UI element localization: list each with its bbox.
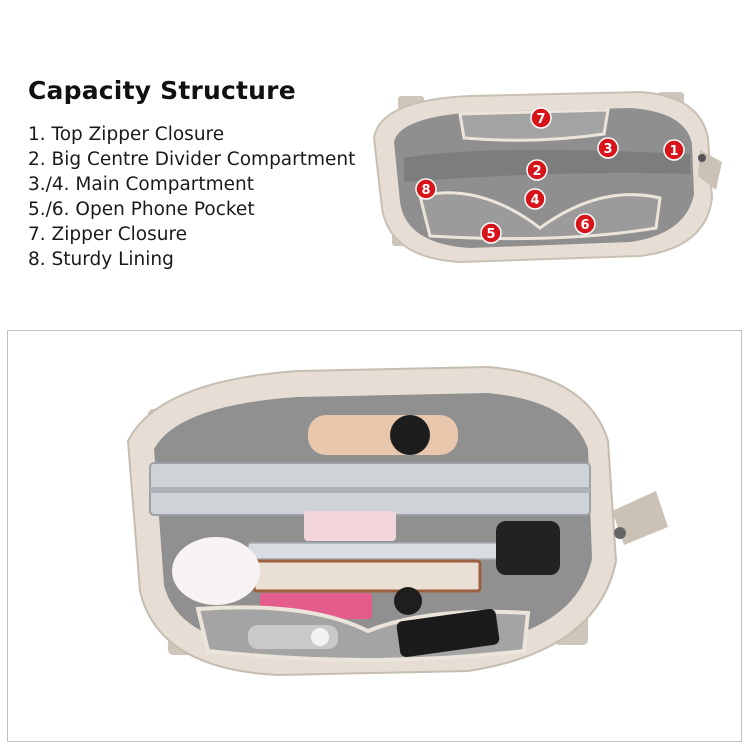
bottle-item bbox=[308, 415, 458, 455]
feature-item: 2. Big Centre Divider Compartment bbox=[28, 149, 356, 170]
book-item bbox=[252, 559, 482, 593]
feature-item: 8. Sturdy Lining bbox=[28, 249, 174, 270]
marker-2: 2 bbox=[526, 159, 548, 181]
feature-item: 1. Top Zipper Closure bbox=[28, 124, 225, 145]
packed-bag-illustration bbox=[126, 365, 668, 677]
feature-item: 5./6. Open Phone Pocket bbox=[28, 199, 255, 220]
marker-7: 7 bbox=[530, 107, 552, 129]
zipper-ring bbox=[698, 154, 706, 162]
centre-divider bbox=[404, 149, 690, 182]
bag-diagram-svg: 1 2 3 4 5 6 7 8 bbox=[372, 90, 722, 264]
phone-pockets bbox=[418, 191, 662, 241]
marker-label: 6 bbox=[580, 218, 589, 233]
marker-label: 5 bbox=[486, 227, 495, 242]
marker-label: 8 bbox=[421, 183, 430, 198]
bottle-cap bbox=[390, 415, 430, 455]
marker-4: 4 bbox=[524, 188, 546, 210]
sunglasses-item bbox=[394, 587, 422, 615]
laptop-hinge bbox=[150, 487, 590, 493]
marker-label: 2 bbox=[532, 164, 541, 179]
marker-3: 3 bbox=[597, 137, 619, 159]
cup-item bbox=[496, 521, 560, 575]
pink-box-item bbox=[304, 511, 396, 541]
marker-label: 1 bbox=[669, 144, 678, 159]
bag-interior-diagram: 1 2 3 4 5 6 7 8 bbox=[360, 78, 732, 274]
capacity-structure-heading: Capacity Structure bbox=[28, 76, 296, 105]
marker-5: 5 bbox=[480, 222, 502, 244]
tablet-item bbox=[247, 542, 519, 560]
toy-item bbox=[172, 537, 260, 605]
marker-1: 1 bbox=[663, 139, 685, 161]
marker-6: 6 bbox=[574, 213, 596, 235]
marker-label: 3 bbox=[603, 142, 612, 157]
feature-item: 3./4. Main Compartment bbox=[28, 174, 255, 195]
feature-list: 1. Top Zipper Closure 2. Big Centre Divi… bbox=[28, 122, 355, 272]
phone-item bbox=[396, 608, 500, 658]
keyfob-ring bbox=[311, 628, 329, 646]
packed-bag-photo-frame bbox=[7, 330, 742, 742]
zipper-ring bbox=[614, 527, 626, 539]
zipper-pull bbox=[612, 491, 668, 545]
marker-8: 8 bbox=[415, 178, 437, 200]
feature-item: 7. Zipper Closure bbox=[28, 224, 188, 245]
marker-label: 4 bbox=[530, 193, 539, 208]
marker-label: 7 bbox=[536, 112, 545, 127]
